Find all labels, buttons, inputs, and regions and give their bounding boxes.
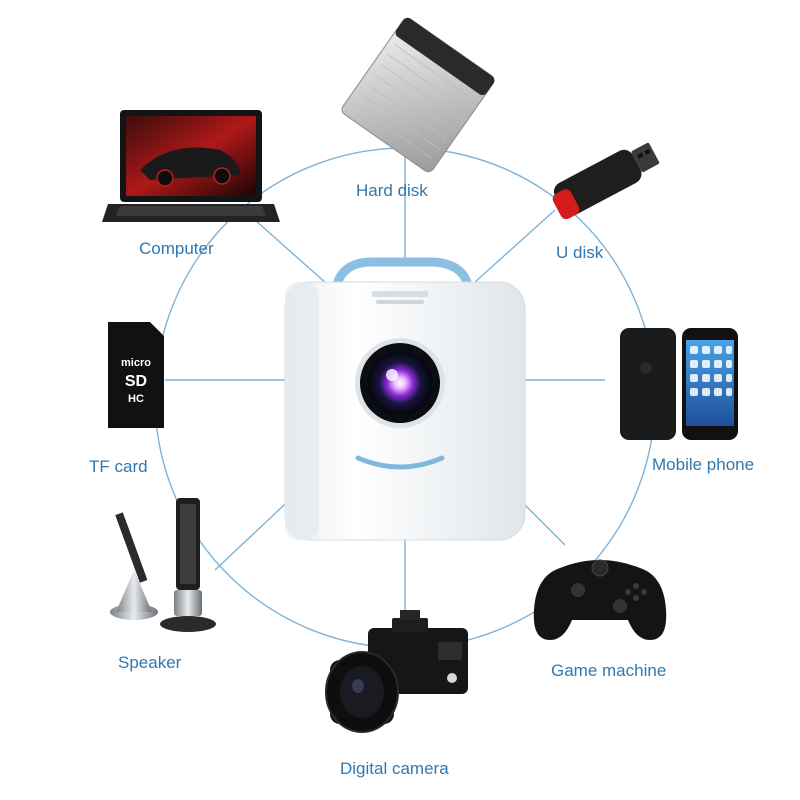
label-speaker: Speaker <box>118 653 182 672</box>
label-u-disk: U disk <box>556 243 604 262</box>
projector-smile-light <box>355 455 445 470</box>
usb-flash-drive-icon <box>552 142 660 220</box>
svg-text:SD: SD <box>125 373 147 390</box>
projector-handle <box>330 257 475 305</box>
laptop-icon <box>102 110 280 222</box>
speaker-icon <box>110 498 216 632</box>
projector <box>284 257 526 541</box>
projector-lens <box>368 351 432 415</box>
smartphone-icon <box>620 328 738 440</box>
label-tf-card: TF card <box>89 457 148 476</box>
hard-disk-icon <box>341 17 495 173</box>
gamepad-icon <box>533 559 667 640</box>
svg-text:HC: HC <box>128 393 144 405</box>
label-digital-camera: Digital camera <box>340 759 449 778</box>
label-game-machine: Game machine <box>551 661 667 680</box>
microsd-card-icon: micro SD HC <box>108 322 164 428</box>
label-computer: Computer <box>139 239 214 258</box>
svg-text:micro: micro <box>121 357 151 369</box>
label-mobile-phone: Mobile phone <box>652 455 755 474</box>
label-hard-disk: Hard disk <box>356 181 428 200</box>
camera-icon <box>325 610 468 733</box>
